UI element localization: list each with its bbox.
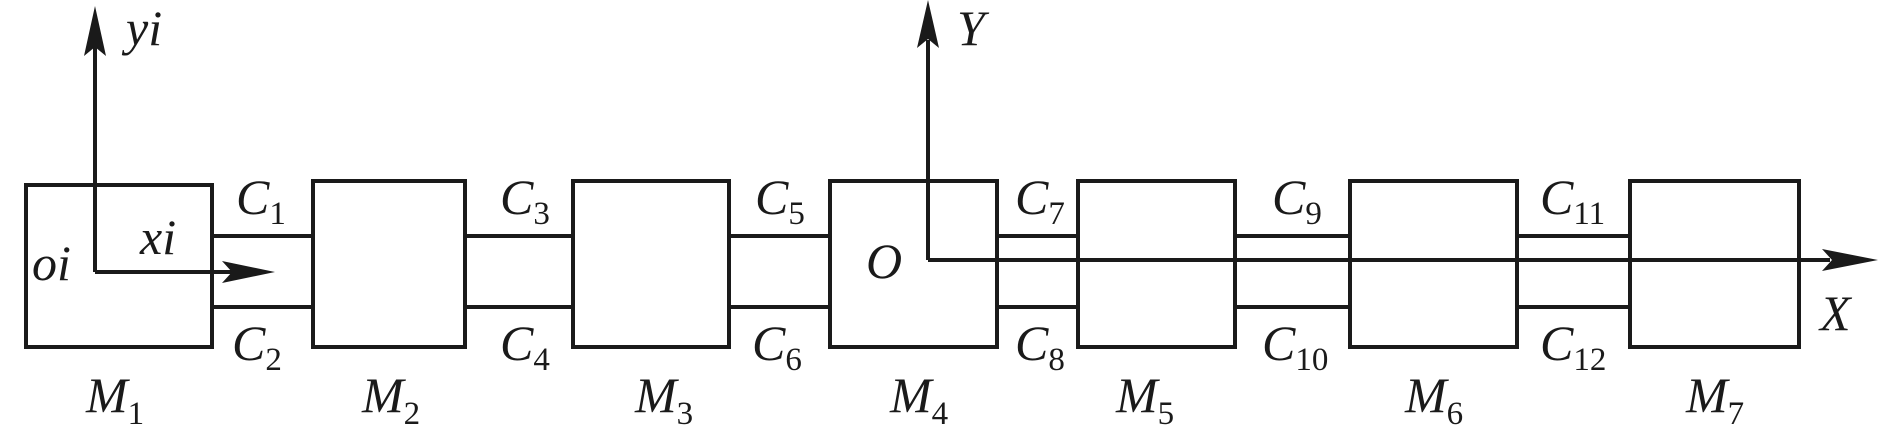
global-x-arrowhead	[1822, 249, 1878, 271]
global-x-axis-label: X	[1818, 285, 1853, 341]
mass-label-m7: M7	[1685, 367, 1744, 432]
mass-box-5	[1076, 179, 1237, 349]
mass-label-m4: M4	[889, 367, 948, 432]
mass-box-4	[828, 179, 999, 349]
coupling-label-c10: C10	[1262, 315, 1328, 378]
coupling-label-c1: C1	[236, 169, 286, 232]
global-origin-label: O	[866, 233, 902, 289]
coupling-label-c11: C11	[1540, 169, 1605, 232]
coupling-label-c5: C5	[755, 169, 805, 232]
local-origin-label: oi	[32, 235, 71, 291]
mass-label-m2: M2	[361, 367, 420, 432]
local-x-arrowhead	[222, 261, 275, 283]
local-y-axis-label: yi	[121, 0, 162, 56]
mass-label-m6: M6	[1404, 367, 1463, 432]
coupling-label-c12: C12	[1540, 315, 1606, 378]
mass-label-m3: M3	[634, 367, 693, 432]
mass-box-1	[24, 183, 214, 349]
coupling-label-c9: C9	[1272, 169, 1322, 232]
local-y-arrowhead	[84, 6, 106, 56]
global-y-axis-label: Y	[957, 0, 990, 56]
coupling-label-c4: C4	[500, 315, 550, 378]
coupling-label-c3: C3	[500, 169, 550, 232]
coupling-label-c2: C2	[232, 315, 282, 378]
mass-box-2	[311, 179, 467, 349]
coupling-label-c7: C7	[1015, 169, 1065, 232]
coupling-label-c8: C8	[1015, 315, 1065, 378]
local-x-axis-label: xi	[139, 209, 176, 265]
mass-box-6	[1348, 179, 1519, 349]
mass-label-m1: M1	[85, 367, 144, 432]
coupling-label-c6: C6	[752, 315, 802, 378]
mass-box-7	[1628, 179, 1801, 349]
mass-label-m5: M5	[1115, 367, 1174, 432]
mass-box-3	[571, 179, 731, 349]
global-y-arrowhead	[917, 0, 939, 48]
